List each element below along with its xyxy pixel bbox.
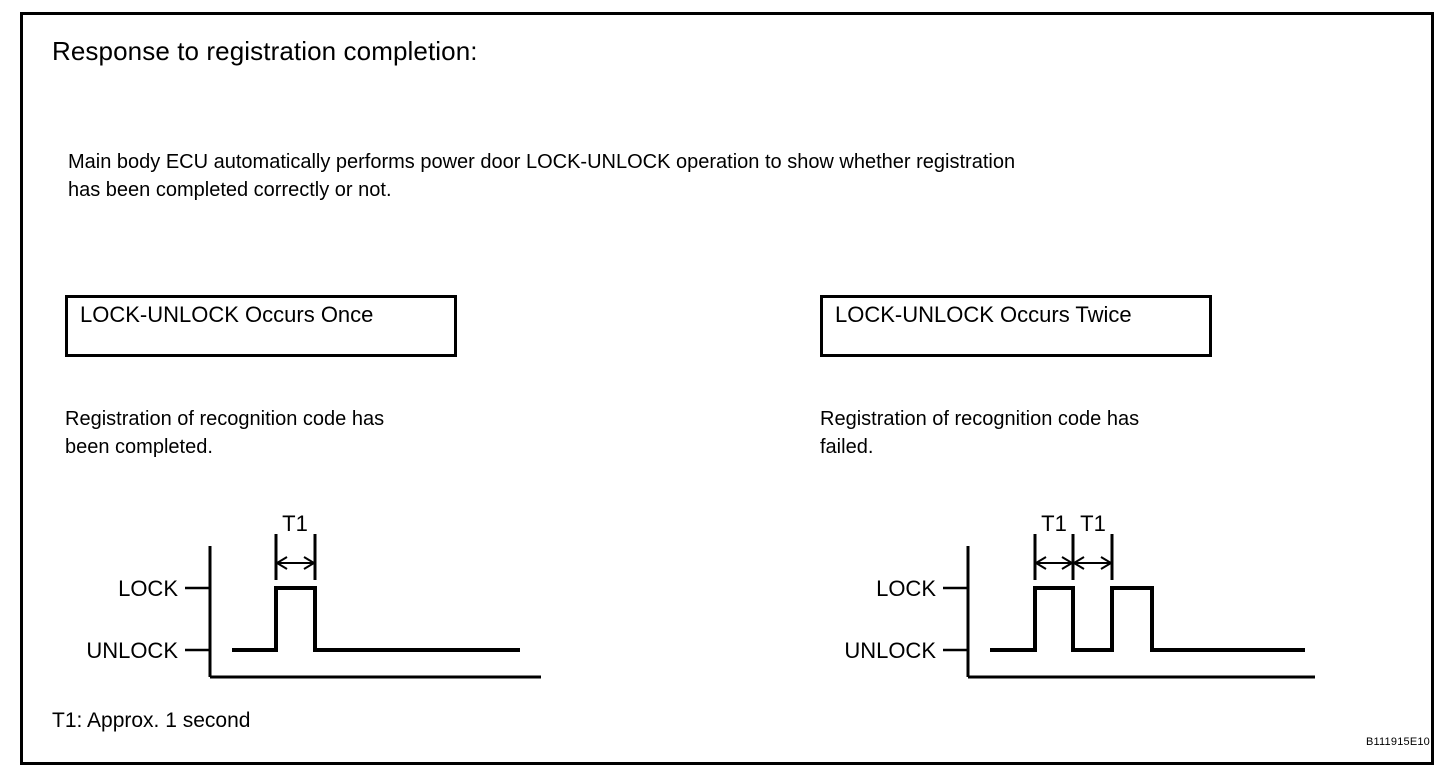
dim-arrowhead-2-right — [1100, 556, 1113, 570]
dim-arrowhead-1-left — [1034, 556, 1047, 570]
waveform-twice — [990, 586, 1305, 652]
case-description-once-line-2: been completed. — [65, 436, 213, 458]
dim-arrowhead-left — [275, 556, 288, 570]
intro-paragraph: Main body ECU automatically performs pow… — [68, 148, 1388, 204]
waveform-once — [232, 586, 520, 652]
document-id: B111915E10 — [1366, 736, 1430, 748]
dim-label-t1-first: T1 — [1041, 511, 1067, 536]
intro-line-2: has been completed correctly or not. — [68, 179, 392, 201]
timing-chart-twice-svg: LOCK UNLOCK T1 T1 — [844, 511, 1315, 679]
tick-label-lock: LOCK — [876, 576, 936, 601]
dim-label-t1: T1 — [282, 511, 308, 536]
intro-line-1: Main body ECU automatically performs pow… — [68, 151, 1016, 173]
timing-chart-once: LOCK UNLOCK T1 — [60, 500, 560, 690]
tick-label-lock: LOCK — [118, 576, 178, 601]
case-box-twice: LOCK-UNLOCK Occurs Twice — [820, 295, 1212, 357]
case-box-once-label: LOCK-UNLOCK Occurs Once — [80, 302, 374, 327]
case-description-twice: Registration of recognition code has fai… — [820, 405, 1340, 461]
tick-label-unlock: UNLOCK — [844, 638, 936, 663]
footnote-t1: T1: Approx. 1 second — [52, 709, 251, 732]
timing-chart-once-svg: LOCK UNLOCK T1 — [86, 511, 541, 679]
case-box-once: LOCK-UNLOCK Occurs Once — [65, 295, 457, 357]
case-box-twice-label: LOCK-UNLOCK Occurs Twice — [835, 302, 1132, 327]
page-title: Response to registration completion: — [52, 36, 478, 66]
case-description-twice-line-1: Registration of recognition code has — [820, 408, 1140, 430]
case-description-twice-line-2: failed. — [820, 436, 874, 458]
case-description-once: Registration of recognition code has bee… — [65, 405, 585, 461]
timing-chart-twice: LOCK UNLOCK T1 T1 — [815, 500, 1335, 690]
dim-label-t1-second: T1 — [1080, 511, 1106, 536]
case-description-once-line-1: Registration of recognition code has — [65, 408, 385, 430]
page-border — [20, 12, 1434, 765]
dim-arrowhead-right — [303, 556, 316, 570]
dim-arrowhead-2-left — [1072, 556, 1085, 570]
dim-arrowhead-1-right — [1061, 556, 1074, 570]
tick-label-unlock: UNLOCK — [86, 638, 178, 663]
